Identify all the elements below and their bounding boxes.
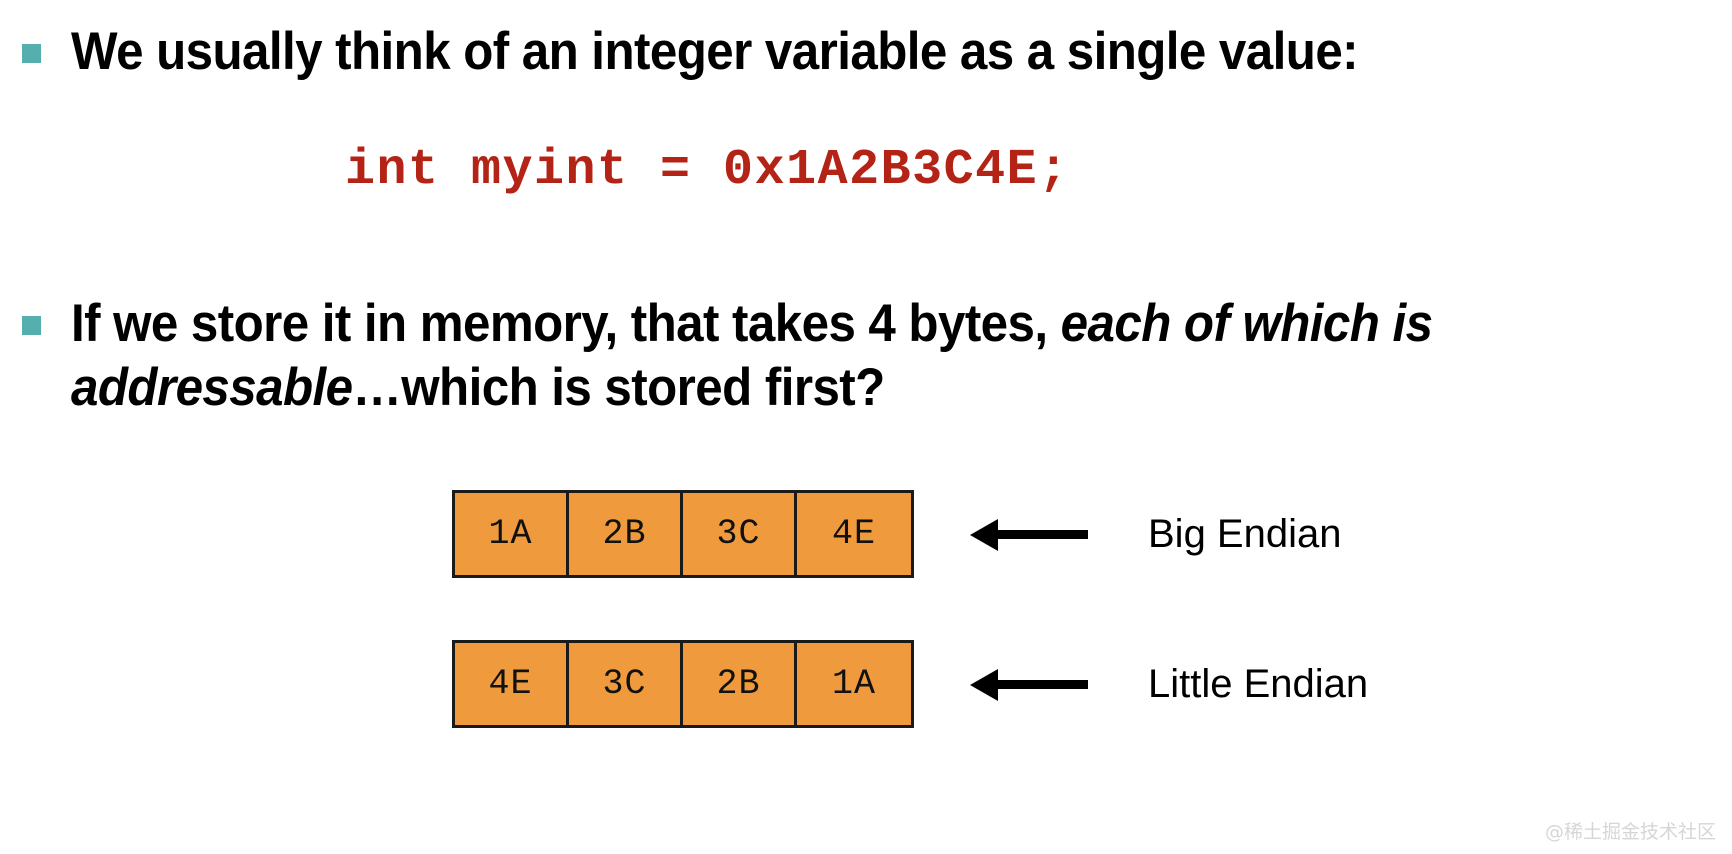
byte-cell: 4E xyxy=(455,643,569,725)
bullet-2-segment-3: …which is stored first? xyxy=(352,358,886,417)
left-arrow-icon xyxy=(970,519,1088,551)
square-bullet-icon xyxy=(22,316,41,335)
bullet-2-segment-italic: each of which is addressable xyxy=(71,294,1446,417)
endian-label-big: Big Endian xyxy=(1148,511,1342,556)
byte-cell: 3C xyxy=(683,493,797,575)
square-bullet-icon xyxy=(22,44,41,63)
byte-cell: 3C xyxy=(569,643,683,725)
byte-cell: 2B xyxy=(683,643,797,725)
byte-cell: 2B xyxy=(569,493,683,575)
memory-row-big-endian: 1A 2B 3C 4E Big Endian xyxy=(452,490,1341,578)
bullet-2-segment-1: If we store it in memory, that takes 4 b… xyxy=(71,294,1061,353)
bullet-2-text: If we store it in memory, that takes 4 b… xyxy=(71,292,1606,420)
byte-cell: 1A xyxy=(455,493,569,575)
bullet-item-1: We usually think of an integer variable … xyxy=(22,20,1455,84)
arrow-shaft xyxy=(988,530,1088,539)
bullet-item-2: If we store it in memory, that takes 4 b… xyxy=(22,292,1722,420)
watermark: @稀土掘金技术社区 xyxy=(1544,821,1716,843)
endian-label-little: Little Endian xyxy=(1148,661,1369,706)
left-arrow-icon xyxy=(970,669,1088,701)
memory-row-little-endian: 4E 3C 2B 1A Little Endian xyxy=(452,640,1368,728)
byte-cell: 1A xyxy=(831,664,876,704)
bullet-1-text: We usually think of an integer variable … xyxy=(71,22,1359,81)
code-snippet: int myint = 0x1A2B3C4E; xyxy=(345,142,1070,199)
byte-table-big-endian: 1A 2B 3C 4E xyxy=(452,490,914,578)
byte-cell: 4E xyxy=(831,514,876,554)
byte-table-little-endian: 4E 3C 2B 1A xyxy=(452,640,914,728)
arrow-shaft xyxy=(988,680,1088,689)
